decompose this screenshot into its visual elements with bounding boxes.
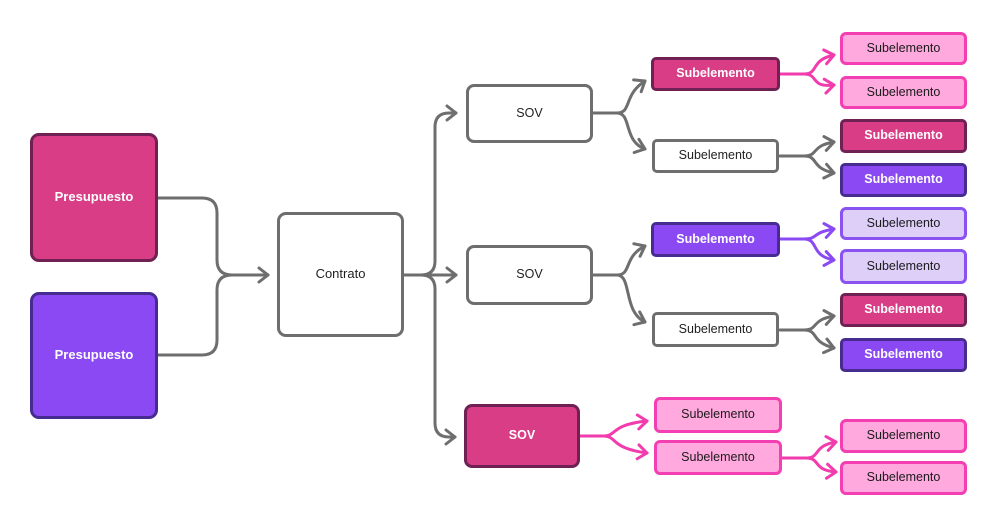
node-sub-c2: Subelemento xyxy=(654,440,782,475)
edge-subb1-subb1b xyxy=(802,237,836,267)
node-sub-c2a: Subelemento xyxy=(840,419,967,453)
edge-contrato-sov3 xyxy=(419,273,457,446)
edge-sov3-subc2 xyxy=(601,434,649,461)
edge-sov1-suba2 xyxy=(615,111,647,154)
node-sub-b2: Subelemento xyxy=(652,312,779,347)
edge-sov3-subc1 xyxy=(601,413,649,438)
node-presupuesto-1: Presupuesto xyxy=(30,133,158,262)
node-sub-a2a: Subelemento xyxy=(840,119,967,153)
edge-sov2-subb2 xyxy=(615,273,647,327)
node-sub-c2b: Subelemento xyxy=(840,461,967,495)
node-sub-b1: Subelemento xyxy=(651,222,780,257)
edge-presupuesto2-merge xyxy=(156,273,234,357)
node-sov-2: SOV xyxy=(466,245,593,305)
edge-subb2-subb2b xyxy=(802,328,836,355)
node-sov-1: SOV xyxy=(466,84,593,143)
edge-suba2-suba2b xyxy=(802,154,836,180)
edge-subb1-subb1a xyxy=(802,222,836,241)
node-contrato: Contrato xyxy=(277,212,404,337)
node-sub-a1b: Subelemento xyxy=(840,76,967,109)
edge-suba1-suba1a xyxy=(802,48,836,76)
edge-sov1-suba1 xyxy=(615,78,647,115)
edge-contrato-sov1 xyxy=(419,104,458,277)
edge-subc2-subc2a xyxy=(804,435,838,460)
node-sub-a2: Subelemento xyxy=(652,139,779,173)
node-sub-b2b: Subelemento xyxy=(840,338,967,372)
edge-subb2-subb2a xyxy=(802,309,836,332)
edge-sov2-subb1 xyxy=(615,242,647,277)
node-sub-a2b: Subelemento xyxy=(840,163,967,197)
node-sub-a1: Subelemento xyxy=(651,57,780,91)
node-sov-3: SOV xyxy=(464,404,580,468)
edge-suba1-suba1b xyxy=(802,72,836,95)
edge-presupuesto1-merge xyxy=(156,196,234,277)
node-sub-b1b: Subelemento xyxy=(840,249,967,284)
edge-subc2-subc2b xyxy=(804,456,838,480)
node-sub-c1: Subelemento xyxy=(654,397,782,433)
node-sub-a1a: Subelemento xyxy=(840,32,967,65)
edge-suba2-suba2a xyxy=(802,135,836,158)
node-sub-b2a: Subelemento xyxy=(840,293,967,327)
node-sub-b1a: Subelemento xyxy=(840,207,967,240)
node-presupuesto-2: Presupuesto xyxy=(30,292,158,419)
